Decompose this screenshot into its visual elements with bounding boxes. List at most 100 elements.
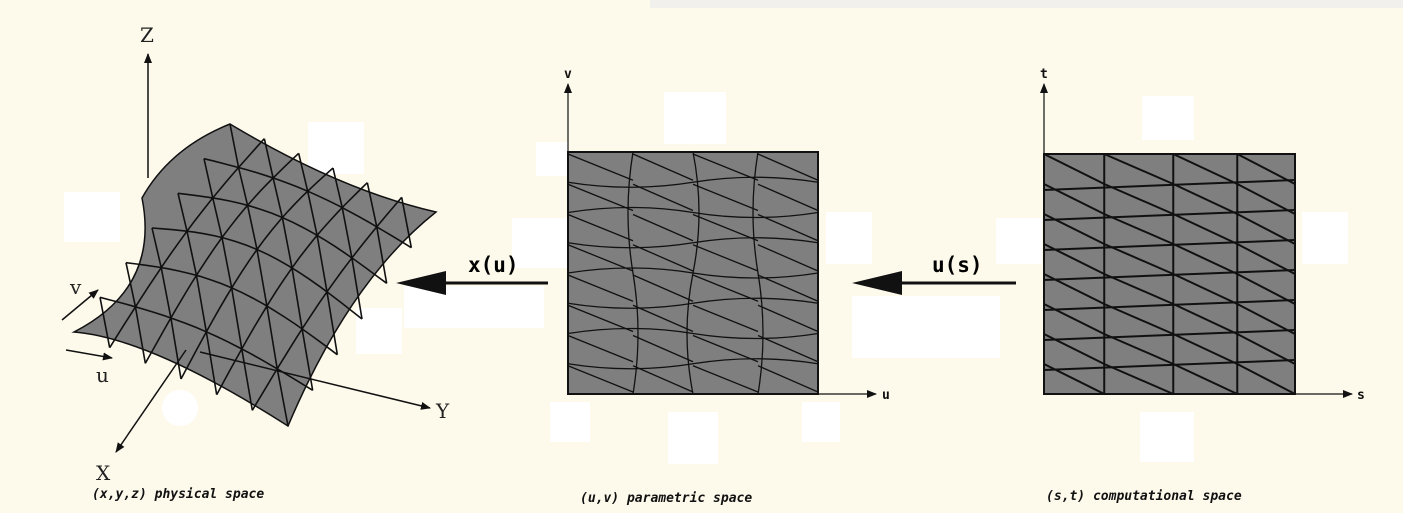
param-diagonal-line xyxy=(632,334,694,363)
param-diagonal-line xyxy=(692,274,759,302)
comp-diagonal-line xyxy=(1043,243,1105,275)
s-axis-label: s xyxy=(1357,388,1365,403)
physical-space-figure: Z Y X u v (x,y,z) physical space xyxy=(61,23,450,502)
computational-mesh xyxy=(1043,153,1296,395)
param-diagonal-line xyxy=(757,153,819,181)
t-axis-label: t xyxy=(1040,67,1048,82)
param-diagonal-line xyxy=(632,365,694,393)
comp-diagonal-line xyxy=(1172,333,1238,365)
u-direction-arrow xyxy=(65,349,113,361)
param-diagonal-line xyxy=(567,274,634,302)
comp-horizontal-line xyxy=(1043,269,1296,281)
comp-diagonal-line xyxy=(1103,243,1174,275)
param-diagonal-line xyxy=(757,334,819,363)
comp-diagonal-line xyxy=(1236,273,1296,305)
surface-diagonal-line xyxy=(237,167,249,206)
comp-diagonal-line xyxy=(1236,363,1296,395)
param-horizontal-curve xyxy=(567,206,819,219)
param-diagonal-line xyxy=(757,213,819,242)
comp-diagonal-line xyxy=(1043,153,1105,185)
comp-diagonal-line xyxy=(1103,273,1174,305)
comp-horizontal-line xyxy=(1043,299,1296,311)
v-axis-label: v xyxy=(564,67,572,82)
comp-diagonal-line xyxy=(1103,303,1174,335)
surface-diagonal-line xyxy=(326,291,339,355)
u-of-s-label: u(s) xyxy=(932,253,983,277)
surface-diagonal-line xyxy=(332,167,344,208)
param-diagonal-line xyxy=(567,244,634,272)
surface-diagonal-line xyxy=(186,230,198,276)
top-band xyxy=(650,0,1403,8)
surface-diagonal-line xyxy=(341,207,353,259)
computational-space-figure: t s (s,t) computational space xyxy=(1040,67,1365,504)
param-horizontal-curve xyxy=(567,297,819,309)
curved-surface xyxy=(71,123,438,428)
computational-space-caption: (s,t) computational space xyxy=(1046,489,1242,504)
surface-diagonal-line xyxy=(229,123,240,168)
surface-diagonal-line xyxy=(281,217,293,269)
comp-diagonal-line xyxy=(1172,153,1238,185)
v-param-label: v xyxy=(69,275,82,299)
u-of-s-mapping: u(s) xyxy=(852,253,1016,295)
y-axis-label: Y xyxy=(435,399,450,423)
param-diagonal-line xyxy=(692,244,759,272)
comp-horizontal-line xyxy=(1043,239,1296,251)
comp-diagonal-line xyxy=(1236,183,1296,215)
surface-diagonal-line xyxy=(375,226,388,284)
surface-diagonal-line xyxy=(99,297,111,348)
surface-diagonal-line xyxy=(203,158,214,199)
surface-mesh xyxy=(99,123,413,427)
comp-horizontal-line xyxy=(1043,329,1296,341)
comp-diagonal-line xyxy=(1043,213,1105,245)
surface-diagonal-line xyxy=(266,305,279,369)
u-param-label: u xyxy=(96,363,109,387)
surface-diagonal-line xyxy=(301,328,314,391)
param-vertical-curve xyxy=(752,151,764,395)
y-axis xyxy=(199,351,431,410)
comp-horizontal-line xyxy=(1043,359,1296,371)
physical-space-caption: (x,y,z) physical space xyxy=(92,487,264,502)
comp-diagonal-line xyxy=(1172,273,1238,305)
comp-diagonal-line xyxy=(1236,303,1296,335)
comp-horizontal-line xyxy=(1043,209,1296,221)
surface-diagonal-line xyxy=(160,267,172,319)
param-diagonal-line xyxy=(567,304,634,333)
surface-diagonal-line xyxy=(316,235,328,292)
surface-diagonal-line xyxy=(276,368,289,427)
x-of-u-label: x(u) xyxy=(468,253,519,277)
param-diagonal-line xyxy=(632,153,694,181)
surface-diagonal-line xyxy=(170,317,182,380)
comp-diagonal-line xyxy=(1103,333,1174,365)
comp-diagonal-line xyxy=(1103,363,1174,395)
surface-diagonal-line xyxy=(297,153,309,192)
surface-diagonal-line xyxy=(134,306,147,364)
surface-diagonal-line xyxy=(263,138,274,179)
surface-diagonal-line xyxy=(366,182,378,228)
param-diagonal-line xyxy=(692,304,759,333)
surface-diagonal-line xyxy=(240,348,254,411)
param-diagonal-line xyxy=(692,213,759,242)
comp-diagonal-line xyxy=(1043,303,1105,335)
comp-diagonal-line xyxy=(1236,333,1296,365)
param-diagonal-line xyxy=(632,274,694,302)
param-horizontal-curve xyxy=(567,267,819,279)
x-of-u-arrowhead xyxy=(396,271,446,295)
x-of-u-mapping: x(u) xyxy=(396,253,548,295)
param-diagonal-line xyxy=(632,183,694,212)
x-axis-label: X xyxy=(96,461,111,485)
surface-diagonal-line xyxy=(291,267,303,330)
param-diagonal-line xyxy=(757,365,819,393)
param-diagonal-line xyxy=(567,213,634,242)
comp-horizontal-line xyxy=(1043,179,1296,191)
comp-diagonal-line xyxy=(1172,243,1238,275)
comp-diagonal-line xyxy=(1236,243,1296,275)
comp-diagonal-line xyxy=(1172,303,1238,335)
param-diagonal-line xyxy=(632,213,694,242)
param-diagonal-line xyxy=(692,183,759,212)
comp-diagonal-line xyxy=(1043,273,1105,305)
surface-diagonal-line xyxy=(246,205,258,250)
comp-diagonal-line xyxy=(1103,153,1174,185)
surface-diagonal-line xyxy=(221,237,233,289)
background-blocks xyxy=(64,92,1348,464)
param-horizontal-curve xyxy=(567,237,819,249)
